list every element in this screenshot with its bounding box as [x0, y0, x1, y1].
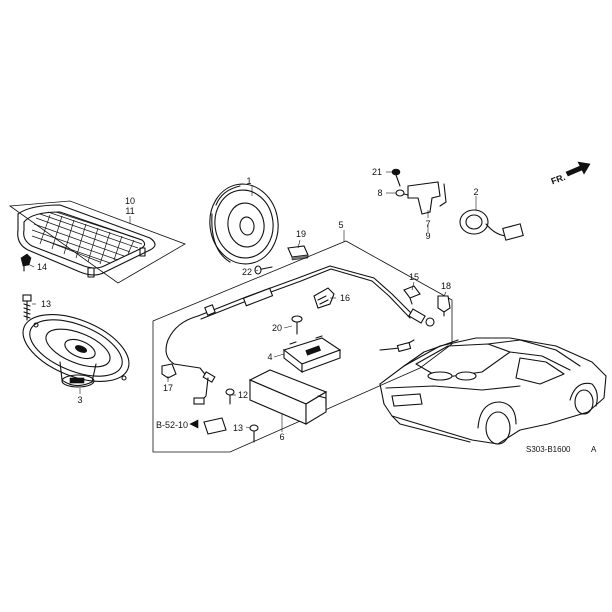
callout-9: 9	[425, 231, 430, 241]
callout-13: 13	[41, 299, 51, 309]
bracket-part-7	[407, 181, 447, 215]
callout-20: 20	[272, 323, 282, 333]
callout-14: 14	[37, 262, 47, 272]
callout-4: 4	[267, 352, 272, 362]
clip-part-16	[313, 287, 335, 309]
callout-13-b: 13	[233, 423, 243, 433]
callout-8: 8	[377, 188, 382, 198]
screw-part-13	[22, 294, 32, 321]
pad-part-19	[287, 245, 309, 261]
callout-22: 22	[242, 267, 252, 277]
front-arrow-icon	[565, 161, 591, 177]
clip-part-14	[20, 253, 32, 272]
callout-6: 6	[279, 432, 284, 442]
oval-speaker-part-3	[22, 314, 130, 388]
cone-speaker-part-1	[209, 183, 279, 265]
ref-callout-label: B-52-10	[156, 420, 188, 430]
antenna-cable-part-5	[165, 265, 435, 405]
screw-part-22	[254, 265, 273, 275]
front-label: FR.	[550, 172, 567, 186]
callout-19: 19	[296, 229, 306, 239]
control-box-part-6	[248, 369, 328, 425]
diagram-code: S303-B1600	[526, 445, 571, 454]
callout-21: 21	[372, 167, 382, 177]
speaker-grille-part	[8, 200, 186, 284]
clip-part-15	[403, 285, 421, 305]
screw-part-12	[225, 388, 235, 405]
bolt-part-21	[391, 168, 401, 187]
callout-7: 7	[425, 219, 430, 229]
callout-2: 2	[473, 187, 478, 197]
callout-3: 3	[77, 395, 82, 405]
callout-10: 10	[125, 196, 135, 206]
bolt-part-20	[291, 315, 303, 335]
callout-18: 18	[441, 281, 451, 291]
callout-1: 1	[246, 176, 251, 186]
callout-labels: 1 2 3 4 5 6 7 8 9 10 11 12 13 13 14 15 1…	[37, 167, 479, 442]
callout-15: 15	[409, 272, 419, 282]
callout-12: 12	[238, 390, 248, 400]
amplifier-part-4	[282, 335, 342, 374]
antenna-group-box	[152, 240, 453, 453]
leader-lines	[27, 171, 477, 432]
callout-11: 11	[125, 206, 134, 216]
screw-part-13b	[249, 424, 259, 443]
clip-part-17	[161, 363, 177, 379]
diagram-code-suffix: A	[591, 445, 597, 454]
connector-part	[189, 417, 227, 435]
speaker-part-2	[459, 209, 524, 241]
callout-16: 16	[340, 293, 350, 303]
car-illustration	[379, 337, 607, 445]
clip-part-18	[437, 295, 451, 317]
callout-5: 5	[338, 220, 343, 230]
callout-17: 17	[163, 383, 173, 393]
